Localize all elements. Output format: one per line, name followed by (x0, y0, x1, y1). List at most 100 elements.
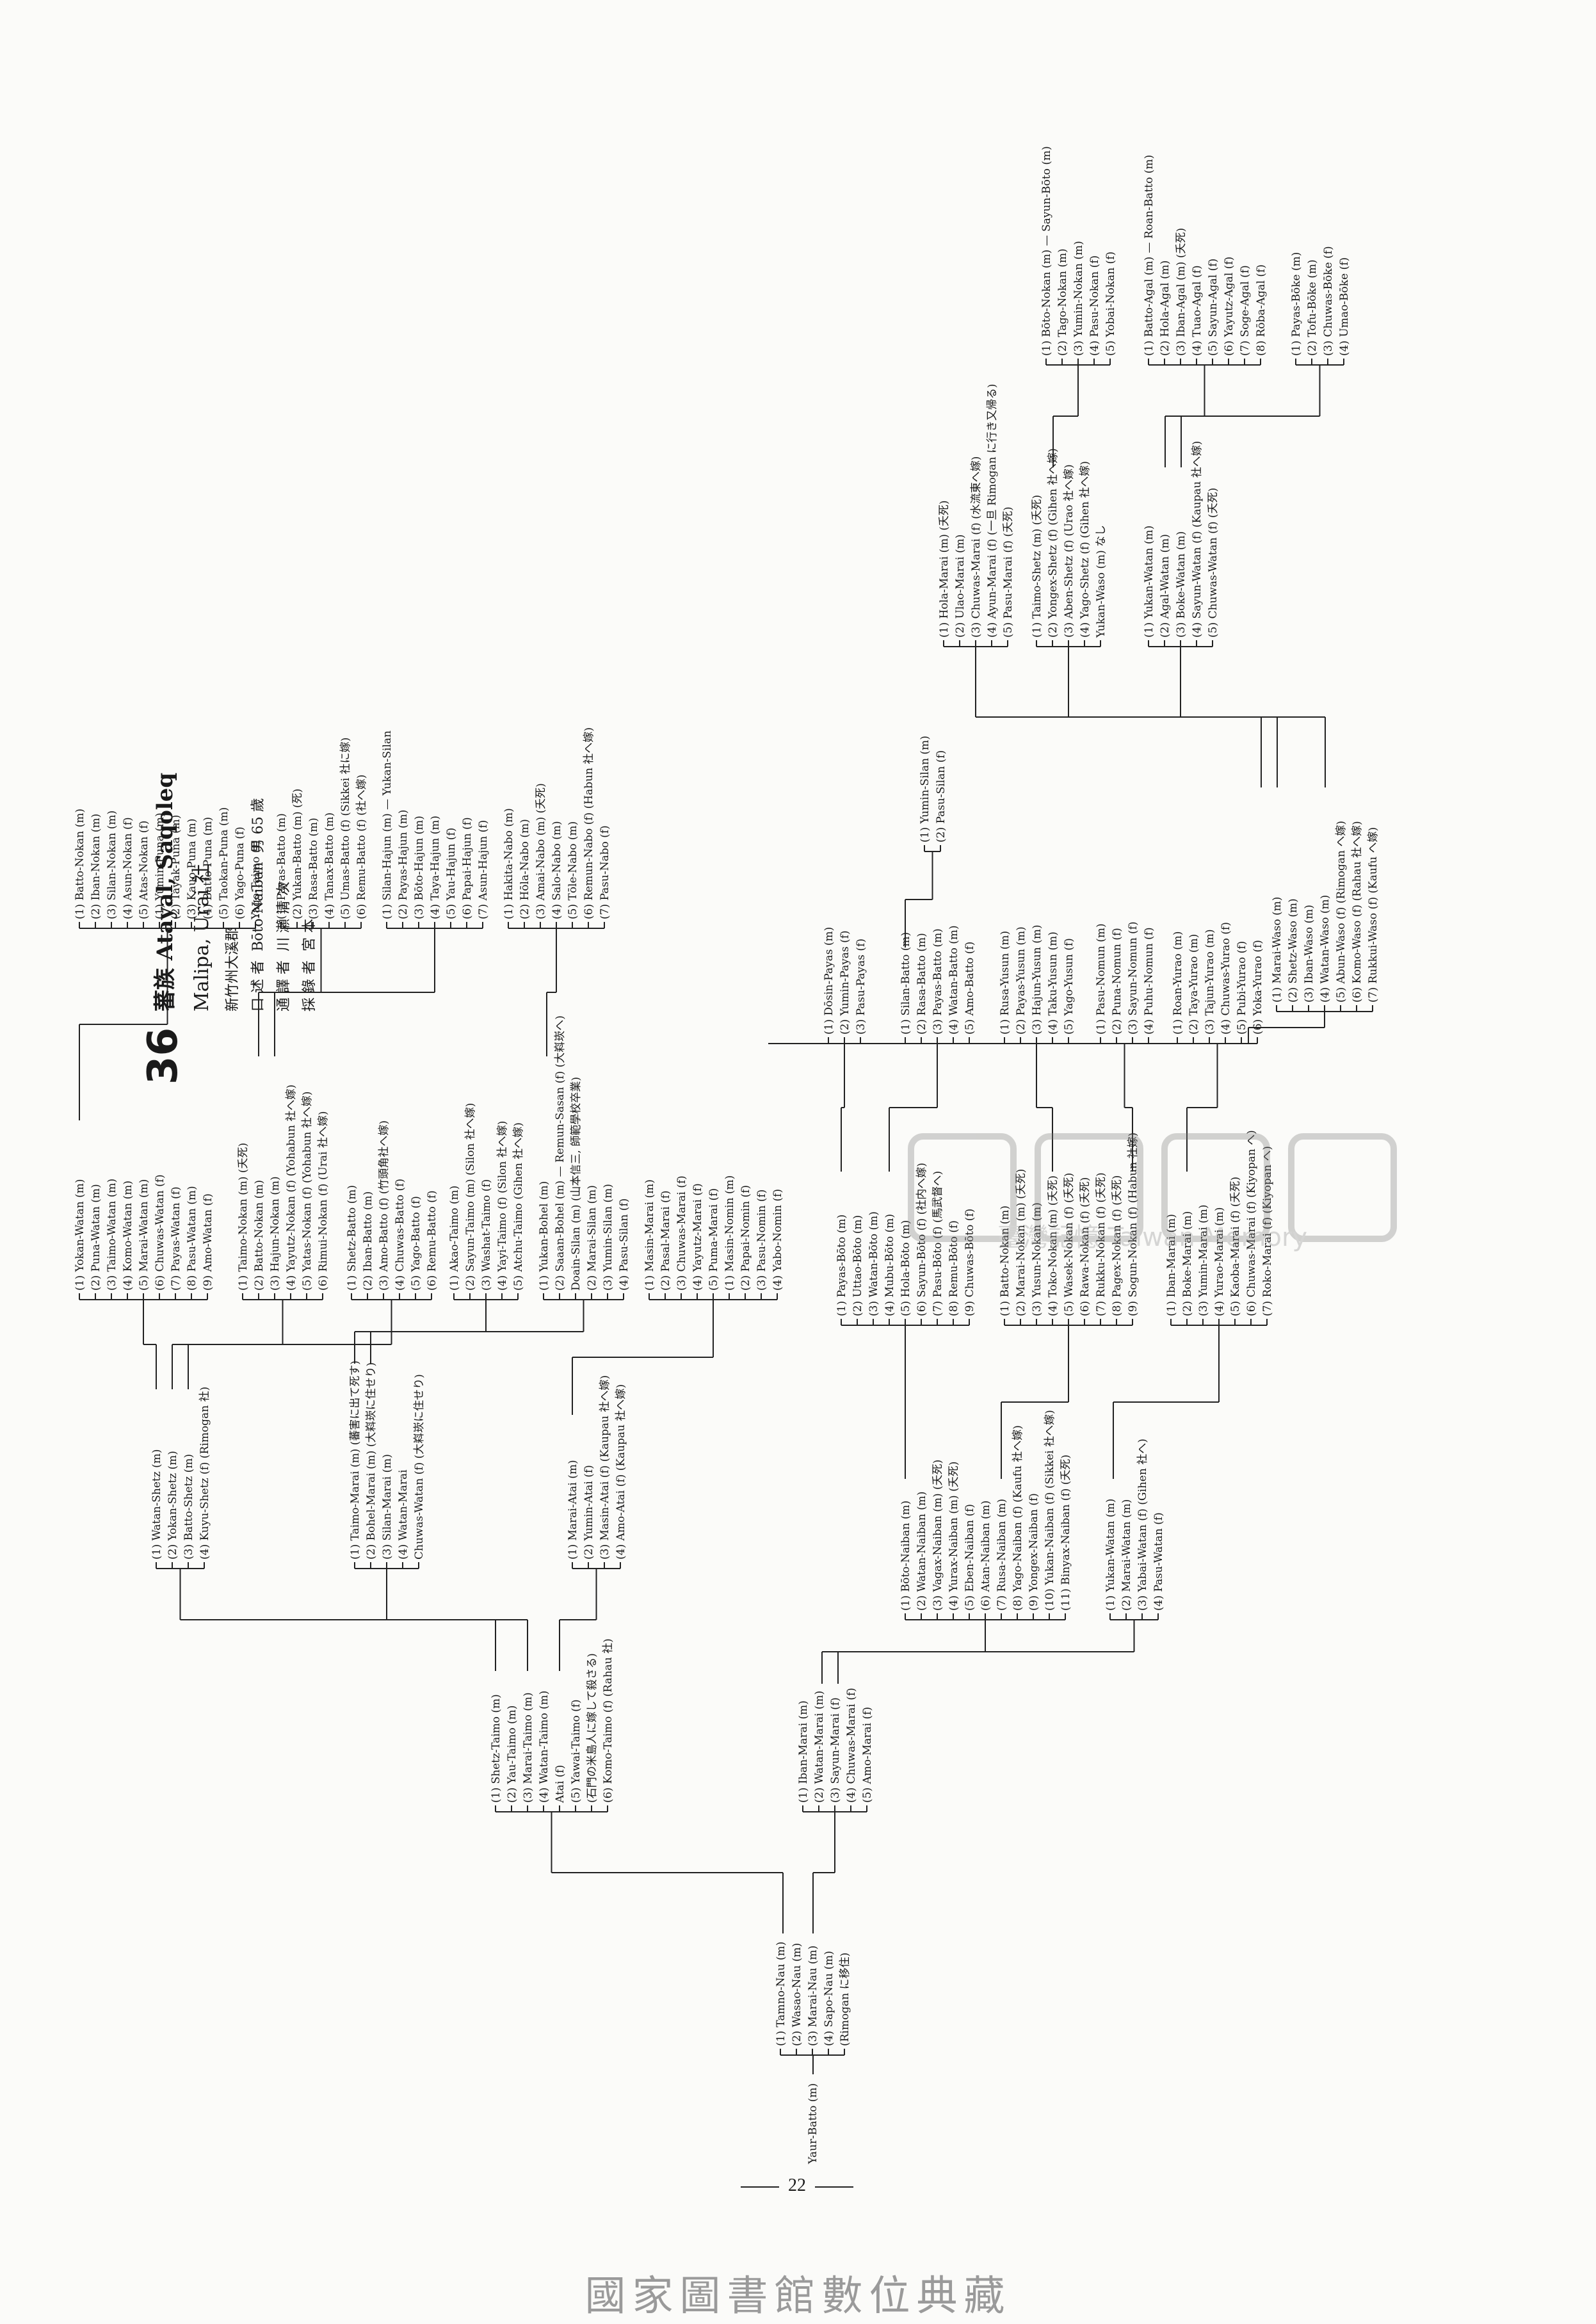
gen4-person: (1) Taimo-Nokan (m) (夭死) (237, 1143, 250, 1291)
gen4-person: (3) Yumin-Silan (m) (602, 1184, 615, 1291)
gen4-person: (1) Shetz-Batto (m) (346, 1185, 359, 1291)
descendant-person: (4) Sayun-Watan (f) (Kaupau 社へ嫁) (1191, 441, 1204, 638)
descendant-person: (4) Yurao-Marai (m) (1213, 1207, 1226, 1316)
gen5-person: (2) Yukan-Batto (m) (死) (291, 789, 304, 919)
descendant-person: (2) Ulao-Marai (m) (954, 535, 967, 638)
gen3-person: (4) Amo-Atai (f) (Kaupau 社へ嫁) (615, 1384, 627, 1560)
gen4-person: (6) Chuwas-Watan (f) (154, 1174, 166, 1291)
descendant-person: (3) Vagax-Naiban (m) (夭死) (931, 1460, 944, 1611)
gen4-person: (3) Amo-Batto (f) (竹頭角社へ嫁) (378, 1120, 391, 1291)
gen5-person: (7) Asun-Hajun (f) (477, 820, 490, 919)
descendant-person: (3) Sayun-Nomun (f) (1127, 921, 1140, 1035)
descendant-person: (6) Rawa-Nokan (f) (夭死) (1079, 1177, 1092, 1316)
descendant-person: (3) Chuwas-Marai (f) (水流東へ嫁) (970, 456, 983, 638)
watermark-glyph-icon (1161, 1133, 1270, 1242)
page-number: 22 (711, 2175, 883, 2196)
descendant-person: (5) Chuwas-Watan (f) (夭死) (1207, 488, 1220, 638)
descendant-person: (2) Marai-Watan (m) (1120, 1499, 1133, 1611)
gen4-person: (4) Yayi-Taimo (f) (Silon 社へ嫁) (496, 1121, 509, 1291)
footer-collection-name: 國家圖書館數位典藏 (584, 2273, 1012, 2320)
gen4-person: (4) Chuwas-Batto (f) (394, 1179, 407, 1291)
descendant-person: (4) Taku-Yusun (m) (1047, 932, 1060, 1035)
gen4-person: (3) Washat-Taimo (f) (480, 1179, 493, 1291)
descendant-person: (6) Chuwas-Marai (f) (Kiyopan へ) (1245, 1130, 1258, 1316)
gen1-person: (Rimogan に移住) (839, 1953, 851, 2046)
gen1-person: (3) Marai-Nau (m) (807, 1946, 819, 2046)
gen5-person: (3) Rasa-Batto (m) (307, 818, 320, 919)
gen5-person: (2) Hōla-Nabo (m) (519, 819, 531, 919)
descendant-person: (5) Hola-Bōto (m) (899, 1220, 912, 1316)
gen4-person: (2) Puna-Watan (m) (90, 1184, 102, 1291)
descendant-person: (8) Yago-Naiban (f) (Kaufu 社へ嫁) (1012, 1425, 1024, 1611)
descendant-person: (2) Uttao-Bōto (m) (851, 1215, 864, 1316)
gen4-person: (2) Pasal-Marai (f) (659, 1190, 672, 1291)
descendant-person: (2) Tago-Nokan (m) (1056, 248, 1069, 356)
descendant-person: (3) Iban-Waso (m) (1303, 905, 1316, 1003)
gen3-person: (1) Marai-Atai (m) (567, 1460, 579, 1560)
descendant-person: (8) Rōba-Agal (f) (1255, 264, 1268, 356)
descendant-person: (9) Yongex-Naiban (f) (1028, 1493, 1040, 1611)
gen5-person: (4) Asun-Nokan (f) (122, 817, 134, 919)
descendant-person: (3) Pasu-Payas (f) (855, 939, 867, 1035)
descendant-person: (3) Watan-Bōto (m) (867, 1211, 880, 1316)
descendant-person: (2) Yumin-Payas (f) (839, 930, 851, 1035)
gen4-person: (2) Saaan-Bohel (m) — Remun-Sasan (f) (大… (554, 1015, 567, 1291)
descendant-person: (7) Rukku-Nokan (f) (夭死) (1095, 1172, 1108, 1316)
gen2-person: (5) Yawai-Taimo (f) (570, 1699, 583, 1803)
descendant-person: (2) Yongex-Shetz (f) (Gihen 社へ嫁) (1047, 448, 1060, 638)
gen3-person: (3) Batto-Shetz (m) (182, 1454, 195, 1560)
gen5-person: (5) Atas-Nokan (f) (138, 821, 150, 919)
gen4-person: (5) Yago-Batto (f) (410, 1196, 423, 1291)
descendant-person: (5) Eben-Naiban (f) (963, 1504, 976, 1611)
watermark-glyph-icon (908, 1133, 1017, 1242)
gen4-person: (5) Atchu-Taimo (Gihen 社へ嫁) (512, 1122, 525, 1291)
gen5-person: (5) Yau-Hajun (f) (445, 828, 458, 919)
gen2-person: (石門の米島人に嫁して殺さる) (586, 1653, 599, 1803)
descendant-person: (4) Tuao-Agal (f) (1191, 265, 1204, 356)
gen5-person: (3) Amai-Nabo (m) (夭死) (535, 783, 547, 919)
descendant-person: (8) Pagex-Nokan (f) (夭死) (1111, 1175, 1124, 1316)
descendant-person: (1) Marai-Waso (m) (1271, 897, 1284, 1003)
gen4-person: (5) Yatas-Nokan (f) (Yohabun 社へ嫁) (301, 1092, 314, 1291)
descendant-person: (3) Hajun-Yusun (m) (1031, 924, 1044, 1035)
descendant-person: (1) Payas-Bōke (m) (1290, 252, 1303, 356)
descendant-person: (9) Chuwas-Bōto (f) (963, 1209, 976, 1316)
gen5-person: (3) Kauo-Puna (m) (186, 818, 198, 919)
gen3-person: (2) Yokan-Shetz (m) (166, 1451, 179, 1560)
descendant-person: (1) Hola-Marai (m) (夭死) (938, 500, 951, 638)
gen1-person: (4) Sapo-Nau (m) (823, 1951, 835, 2046)
descendant-person: (4) Watan-Waso (m) (1319, 895, 1332, 1003)
gen3-person: (2) Yumin-Atai (f) (583, 1465, 595, 1560)
gen5-person: (2) Payas-Hajun (m) (397, 810, 410, 919)
descendant-person: (1) Roan-Yurao (m) (1172, 932, 1184, 1035)
descendant-person: (7) Rusa-Naiban (m) (995, 1499, 1008, 1611)
descendant-person: (1) Payas-Bōto (m) (835, 1214, 848, 1316)
descendant-person: (4) Pasu-Watan (f) (1152, 1512, 1165, 1611)
descendant-person: (4) Toko-Nokan (m) (夭死) (1047, 1175, 1060, 1316)
gen2-person: (3) Sayun-Marai (f) (829, 1697, 842, 1803)
descendant-person: (4) Watan-Batto (m) (947, 925, 960, 1035)
descendant-person: (1) Taimo-Shetz (m) (夭死) (1031, 495, 1044, 638)
gen4-person: (6) Remu-Batto (f) (426, 1190, 439, 1291)
gen4-person: (1) Masin-Marai (m) (643, 1179, 656, 1291)
descendant-person: (5) Pubi-Yurao (f) (1236, 941, 1248, 1035)
gen4-person: (1) Akao-Taimo (m) (448, 1186, 461, 1291)
gen4-person: (2) Papai-Nomin (f) (739, 1185, 752, 1291)
gen3-person: Chuwas-Watan (f) (大嵙崁に住せり) (413, 1374, 426, 1560)
descendant-person: (2) Hola-Agal (m) (1159, 261, 1172, 356)
descendant-person: (2) Puna-Nomun (f) (1111, 928, 1124, 1035)
gen2-person: (4) Watan-Taimo (m) (538, 1691, 551, 1803)
descendant-person: (5) Yobai-Nokan (f) (1104, 252, 1117, 356)
descendant-person: (2) Rasa-Batto (m) (915, 933, 928, 1035)
gen3-person: (4) Watan-Marai (397, 1469, 410, 1560)
gen4-person: (4) Yayutz-Marai (f) (691, 1183, 704, 1291)
descendant-person: (1) Bōto-Naiban (m) (899, 1501, 912, 1611)
descendant-person: (4) Yago-Shetz (f) (Gihen 社へ嫁) (1079, 461, 1092, 638)
descendant-person: (6) Yayutz-Agal (f) (1223, 257, 1236, 356)
gen4-person: (4) Yayutz-Nokan (f) (Yohabun 社へ嫁) (285, 1085, 298, 1291)
descendant-person: (3) Yumin-Marai (m) (1197, 1205, 1210, 1316)
gen4-person: (8) Pasu-Watan (m) (186, 1186, 198, 1291)
descendant-person: Yukan-Waso (m) なし (1095, 525, 1108, 638)
descendant-person: (5) Abun-Waso (f) (Rimogan へ嫁) (1335, 821, 1348, 1003)
